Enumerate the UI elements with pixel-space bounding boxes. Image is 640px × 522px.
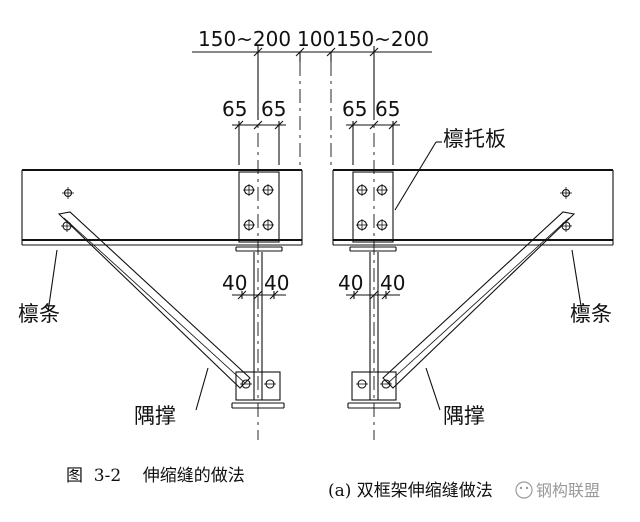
- left-brace-plate: [231, 371, 285, 409]
- bolt-icon: [262, 219, 274, 231]
- bolt-spacing-dimension-lines: [232, 120, 400, 165]
- bolt-icon: [560, 220, 572, 232]
- leader-lines: [47, 141, 583, 411]
- dimension-bolt-spacing: 65: [342, 97, 367, 121]
- bolt-icon: [243, 219, 255, 231]
- bolt-icon: [240, 379, 252, 389]
- right-brace-plate: [347, 371, 401, 409]
- figure-caption: 图 3-2 伸缩缝的做法: [66, 466, 245, 486]
- right-purlin: [332, 169, 614, 246]
- top-dimension-line: [192, 46, 432, 165]
- plate-spacing-dimension-lines: [232, 290, 400, 300]
- subfigure-caption: (a) 双框架伸缩缝做法: [328, 481, 493, 501]
- dimension-plate-spacing: 40: [338, 271, 363, 295]
- left-purlin: [21, 169, 303, 246]
- dimension-top-right: 150~200: [336, 27, 429, 51]
- bolt-icon: [61, 220, 73, 232]
- bolt-icon: [243, 184, 255, 196]
- dimension-plate-spacing: 40: [380, 271, 405, 295]
- brace-label-left: 隅撑: [134, 404, 176, 428]
- dimension-top-left: 150~200: [198, 27, 291, 51]
- bolt-icon: [262, 184, 274, 196]
- right-bracket-bolts: [356, 184, 388, 231]
- purlin-label-right: 檩条: [570, 302, 612, 326]
- bolt-icon: [376, 219, 388, 231]
- dimension-bolt-spacing: 65: [222, 97, 247, 121]
- dimension-bolt-spacing: 65: [261, 97, 286, 121]
- bolt-icon: [380, 379, 392, 389]
- watermark-text: 钢构联盟: [536, 481, 600, 500]
- dimension-plate-spacing: 40: [222, 271, 247, 295]
- bolt-icon: [356, 379, 368, 389]
- purlin-bracket-label: 檩托板: [443, 127, 506, 151]
- bolt-icon: [264, 379, 276, 389]
- wechat-icon: [515, 481, 533, 499]
- bolt-icon: [376, 184, 388, 196]
- left-purlin-bracket: [235, 171, 283, 252]
- dimension-plate-spacing: 40: [264, 271, 289, 295]
- bolt-icon: [62, 187, 74, 199]
- brace-label-right: 隅撑: [443, 404, 485, 428]
- bolt-icon: [356, 219, 368, 231]
- right-diagonal-brace: [382, 187, 576, 389]
- right-purlin-bracket: [349, 171, 397, 252]
- purlin-label-left: 檩条: [18, 302, 60, 326]
- bolt-icon: [356, 184, 368, 196]
- left-diagonal-brace: [57, 187, 251, 389]
- left-bracket-bolts: [243, 184, 274, 231]
- dimension-bolt-spacing: 65: [375, 97, 400, 121]
- bolt-icon: [560, 187, 572, 199]
- dimension-top-mid: 100: [297, 27, 335, 51]
